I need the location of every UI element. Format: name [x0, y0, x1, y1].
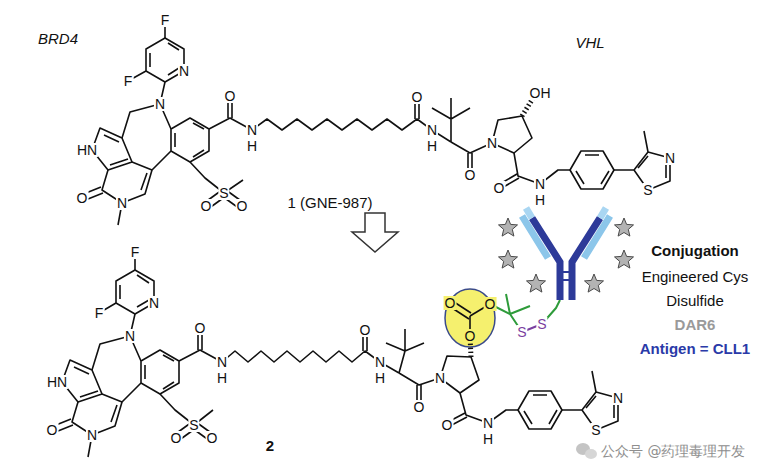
- annotation-text: Disulfide: [665, 293, 725, 308]
- atom-label: H: [246, 139, 258, 153]
- atom-label: O: [464, 329, 477, 343]
- atom-label: HN: [46, 375, 68, 389]
- reaction-arrow: [352, 213, 398, 252]
- atom-label: F: [94, 306, 105, 320]
- atom-label: H: [534, 193, 546, 207]
- atom-label: O: [444, 296, 457, 310]
- atom-label: S: [642, 183, 653, 197]
- highlight-ellipse: O O O: [444, 288, 496, 348]
- molecule-2: [51, 252, 618, 457]
- atom-label: O: [359, 323, 372, 337]
- atom-label: N: [434, 371, 446, 385]
- compound-label: 2: [265, 438, 275, 453]
- atom-label: O: [200, 199, 213, 213]
- atom-label: N: [486, 136, 498, 150]
- atom-label: H: [216, 371, 228, 385]
- atom-label: O: [484, 297, 497, 311]
- atom-label: N: [664, 151, 676, 165]
- atom-label: N: [246, 123, 258, 137]
- atom-label: O: [46, 423, 59, 437]
- atom-label: N: [374, 355, 386, 369]
- target-label: VHL: [574, 35, 605, 50]
- atom-label: HN: [76, 143, 98, 157]
- target-label: BRD4: [37, 31, 79, 46]
- atom-label: N: [482, 416, 494, 430]
- atom-label: S: [188, 418, 199, 432]
- disulfide-linker: [506, 294, 560, 332]
- atom-label: H: [374, 371, 386, 385]
- watermark: 公众号 @药理毒理开发: [600, 444, 746, 458]
- atom-label: N: [124, 329, 136, 343]
- watermark-icon: [576, 443, 597, 459]
- atom-label: N: [154, 97, 166, 111]
- compound-label: 1 (GNE-987): [286, 195, 373, 210]
- atom-label: O: [236, 199, 249, 213]
- atom-label: O: [224, 89, 237, 103]
- atom-label: O: [411, 90, 424, 104]
- atom-label: F: [160, 13, 171, 27]
- atom-label: H: [426, 139, 438, 153]
- payload-stars: [499, 218, 634, 292]
- atom-label: N: [426, 123, 438, 137]
- atom-label: OH: [529, 86, 552, 100]
- atom-label: O: [441, 418, 454, 432]
- annotation-text: Conjugation: [650, 243, 739, 258]
- atom-label: O: [194, 321, 207, 335]
- atom-label: O: [464, 168, 477, 182]
- atom-label: O: [76, 191, 89, 205]
- atom-label: N: [216, 355, 228, 369]
- atom-label: N: [178, 64, 190, 78]
- atom-label: S: [536, 317, 547, 331]
- atom-label: S: [516, 325, 527, 339]
- annotation-text: DAR6: [674, 317, 717, 332]
- atom-label: N: [116, 196, 128, 210]
- antibody: [522, 208, 610, 300]
- atom-label: S: [218, 186, 229, 200]
- atom-label: H: [482, 432, 494, 446]
- atom-label: N: [148, 296, 160, 310]
- atom-label: N: [86, 428, 98, 442]
- molecule-1: [81, 20, 670, 225]
- atom-label: O: [493, 181, 506, 195]
- annotation-text: Antigen = CLL1: [639, 341, 751, 356]
- annotation-text: Engineered Cys: [641, 269, 750, 284]
- atom-label: O: [170, 431, 183, 445]
- atom-label: N: [612, 391, 624, 405]
- atom-label: F: [123, 74, 134, 88]
- atom-label: S: [590, 423, 601, 437]
- atom-label: F: [130, 245, 141, 259]
- atom-label: O: [413, 400, 426, 414]
- atom-label: O: [206, 431, 219, 445]
- atom-label: N: [534, 177, 546, 191]
